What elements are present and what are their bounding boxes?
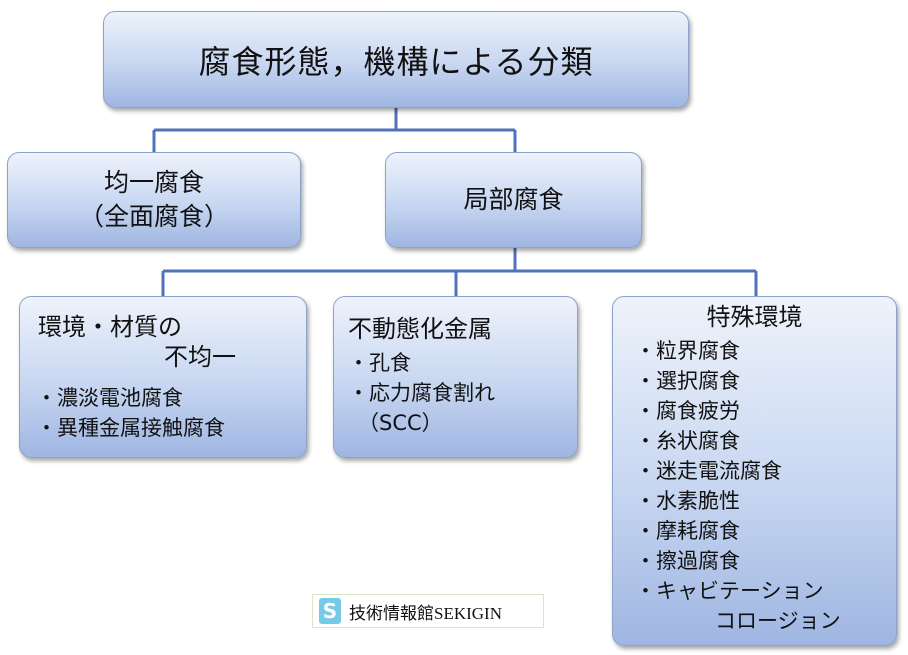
list-item: 濃淡電池腐食 — [36, 383, 225, 413]
special-environment-node: 特殊環境 粒界腐食 選択腐食 腐食疲労 糸状腐食 迷走電流腐食 水素脆性 摩耗腐… — [612, 296, 897, 646]
uniform-corrosion-line2: （全面腐食） — [78, 202, 229, 231]
top-node: 腐食形態，機構による分類 — [103, 11, 689, 108]
passive-metal-node: 不動態化金属 孔食 応力腐食割れ （SCC） — [333, 296, 578, 458]
passive-metal-item-list: 孔食 応力腐食割れ （SCC） — [348, 348, 495, 438]
list-item: 迷走電流腐食 — [635, 456, 841, 486]
list-item: 擦過腐食 — [635, 546, 841, 576]
environment-title-line2: 不均一 — [164, 343, 236, 371]
special-environment-title: 特殊環境 — [706, 303, 803, 331]
list-item: 孔食 — [348, 348, 495, 378]
environment-title-line1: 環境・材質の — [38, 313, 182, 341]
list-item: 腐食疲労 — [635, 396, 841, 426]
passive-metal-note: （SCC） — [358, 411, 443, 435]
top-node-title: 腐食形態，機構による分類 — [198, 42, 594, 81]
local-corrosion-node: 局部腐食 — [385, 152, 642, 248]
list-item: 水素脆性 — [635, 486, 841, 516]
environment-item-list: 濃淡電池腐食 異種金属接触腐食 — [36, 383, 225, 443]
list-item: キャビテーション — [635, 576, 841, 606]
local-corrosion-title: 局部腐食 — [463, 185, 564, 214]
uniform-corrosion-line1: 均一腐食 — [103, 168, 204, 197]
list-item: 糸状腐食 — [635, 426, 841, 456]
list-item-continuation: コロージョン — [715, 609, 841, 633]
passive-metal-title: 不動態化金属 — [348, 315, 492, 343]
sekigin-logo: S 技術情報館SEKIGIN — [312, 594, 544, 628]
list-item: 摩耗腐食 — [635, 516, 841, 546]
list-item: 応力腐食割れ — [348, 378, 495, 408]
logo-text: 技術情報館SEKIGIN — [349, 603, 502, 623]
list-item: 異種金属接触腐食 — [36, 413, 225, 443]
environment-node: 環境・材質の 不均一 濃淡電池腐食 異種金属接触腐食 — [19, 296, 307, 458]
list-item: 選択腐食 — [635, 366, 841, 396]
special-environment-item-list: 粒界腐食 選択腐食 腐食疲労 糸状腐食 迷走電流腐食 水素脆性 摩耗腐食 擦過腐… — [635, 336, 841, 636]
list-item: 粒界腐食 — [635, 336, 841, 366]
uniform-corrosion-node: 均一腐食 （全面腐食） — [7, 152, 301, 248]
s-logo-icon: S — [319, 598, 341, 624]
